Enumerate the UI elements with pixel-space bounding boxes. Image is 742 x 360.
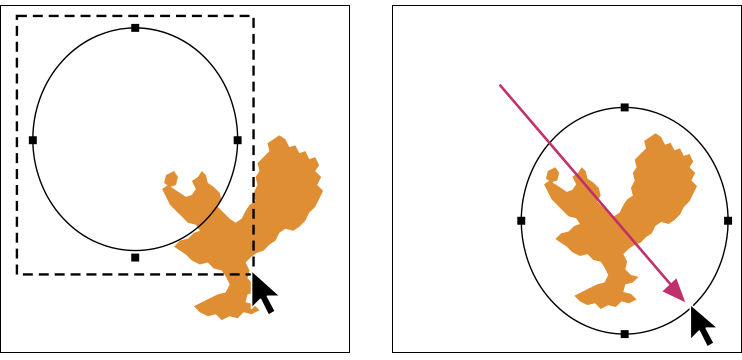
- right-handle[interactable]: [234, 136, 242, 144]
- before-panel: [0, 5, 350, 353]
- top-handle[interactable]: [131, 24, 139, 32]
- before-canvas: [1, 6, 349, 352]
- top-handle[interactable]: [621, 103, 629, 111]
- bottom-handle[interactable]: [621, 330, 629, 338]
- left-handle[interactable]: [29, 136, 37, 144]
- after-panel: [392, 5, 742, 353]
- right-handle[interactable]: [724, 217, 732, 225]
- bottom-handle[interactable]: [131, 254, 139, 262]
- arrow-cursor-icon: [690, 304, 718, 347]
- left-handle[interactable]: [517, 217, 525, 225]
- after-canvas: [393, 6, 741, 352]
- flower-artwork: [162, 135, 323, 320]
